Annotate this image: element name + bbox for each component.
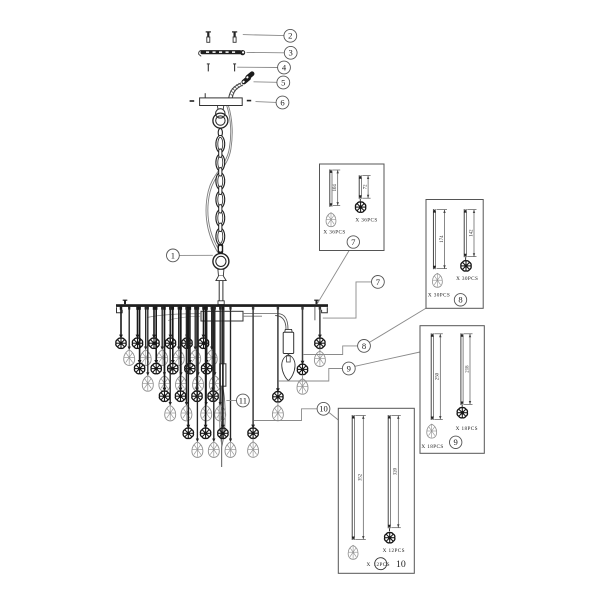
svg-text:X 12PCS: X 12PCS — [383, 548, 405, 554]
svg-text:250: 250 — [436, 372, 441, 380]
svg-text:5: 5 — [281, 77, 285, 87]
svg-text:10: 10 — [396, 559, 406, 570]
svg-text:X 18PCS: X 18PCS — [421, 444, 443, 450]
svg-text:72: 72 — [364, 184, 369, 189]
svg-text:X 36PCS: X 36PCS — [323, 229, 345, 235]
svg-text:12PCS: 12PCS — [374, 562, 390, 568]
svg-text:7: 7 — [351, 237, 356, 247]
svg-text:3: 3 — [289, 48, 293, 58]
svg-text:8: 8 — [362, 341, 366, 351]
svg-text:X 30PCS: X 30PCS — [428, 293, 450, 299]
svg-text:X 36PCS: X 36PCS — [355, 217, 377, 223]
svg-text:7: 7 — [376, 277, 381, 287]
svg-text:142: 142 — [469, 229, 474, 237]
svg-text:6: 6 — [280, 97, 285, 107]
svg-text:11: 11 — [239, 395, 247, 405]
svg-text:352: 352 — [359, 473, 364, 481]
svg-text:10: 10 — [319, 404, 328, 414]
svg-text:320: 320 — [394, 467, 399, 475]
svg-text:104: 104 — [333, 184, 338, 192]
svg-text:218: 218 — [465, 365, 470, 373]
svg-text:8: 8 — [458, 295, 462, 305]
svg-text:2: 2 — [288, 31, 292, 41]
svg-text:9: 9 — [347, 363, 351, 373]
svg-text:4: 4 — [282, 62, 287, 72]
svg-text:1: 1 — [171, 250, 175, 260]
svg-text:X: X — [367, 562, 371, 568]
svg-text:9: 9 — [454, 437, 458, 447]
svg-text:X 18PCS: X 18PCS — [456, 426, 478, 432]
svg-text:X 30PCS: X 30PCS — [456, 276, 478, 282]
svg-text:174: 174 — [440, 235, 445, 243]
